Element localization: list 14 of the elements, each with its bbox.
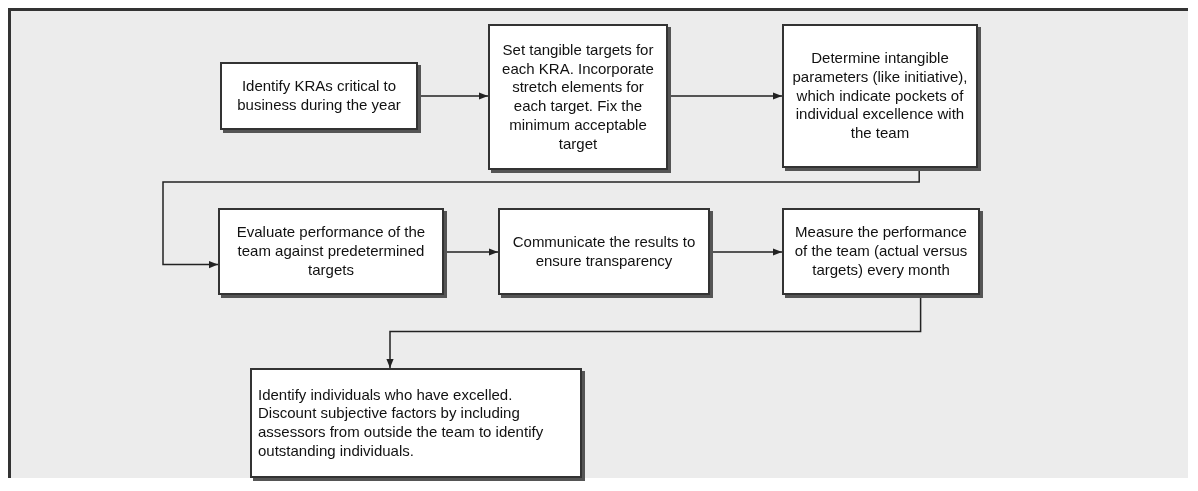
process-box — [498, 208, 710, 295]
step-text: Communicate the results to ensure transparency — [511, 232, 697, 271]
process-box — [488, 24, 668, 170]
step-text: Identify individuals who have excelled. Discount subjective factors by including assessors from outside the team to identify outstanding individuals. — [258, 385, 545, 461]
step-text: Set tangible targets for each KRA. Incorporate stretch elements for each target. Fix the minimum acceptable target — [501, 40, 655, 154]
step-text: Identify KRAs critical to business during the year — [236, 77, 402, 115]
process-box — [782, 24, 978, 168]
process-box — [250, 368, 582, 478]
process-box — [218, 208, 444, 295]
step-text: Measure the performance of the team (actual versus targets) every month — [793, 223, 969, 280]
step-text: Evaluate performance of the team against predetermined targets — [235, 223, 427, 280]
step-text: Determine intangible parameters (like initiative), which indicate pockets of individual excellence with the team — [791, 49, 969, 143]
process-box — [782, 208, 980, 295]
process-box — [220, 62, 418, 130]
